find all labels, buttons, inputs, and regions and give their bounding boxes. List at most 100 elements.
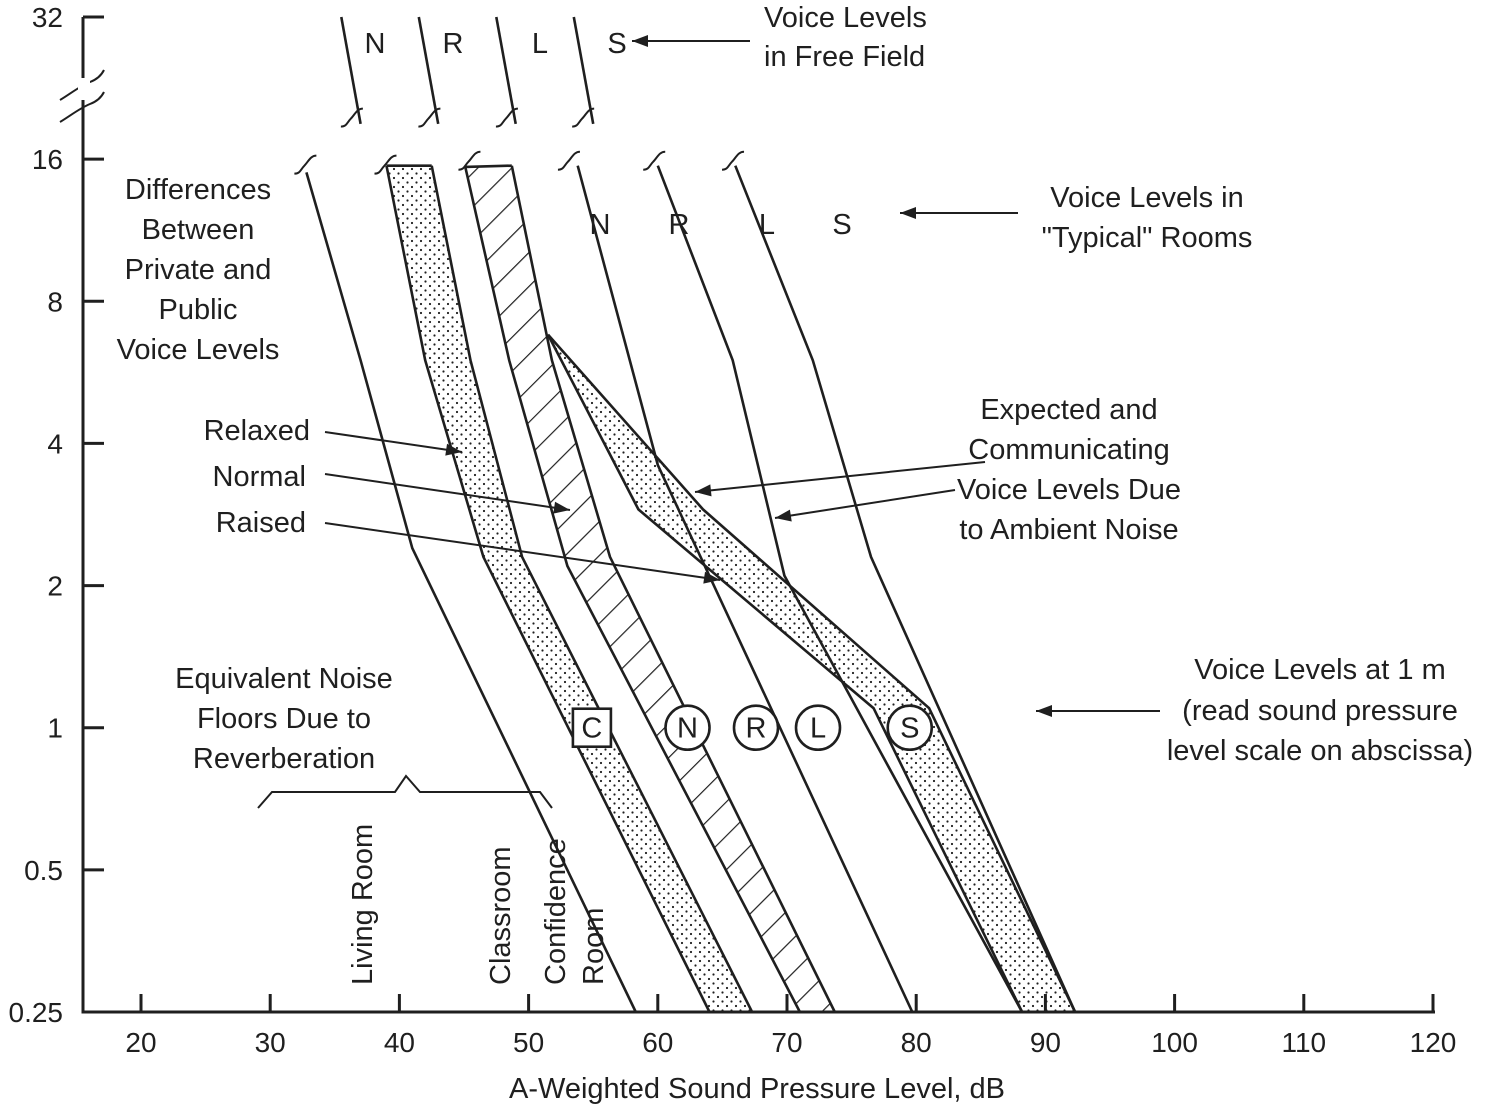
break-mark-6 <box>572 107 595 128</box>
typical-arrow-head <box>900 207 916 219</box>
lines-layer <box>294 16 1077 1013</box>
marker-circle-3 <box>794 704 842 752</box>
y-tick-label-7: 32 <box>32 2 63 33</box>
expected-line1: Expected and <box>980 394 1157 426</box>
normal-left-line <box>464 166 802 1013</box>
differences-line3: Private and <box>125 254 272 286</box>
break-mark-7 <box>495 107 519 128</box>
x-tick-label-7: 90 <box>1030 1027 1061 1058</box>
marker-label-0: C <box>581 713 602 745</box>
bands-layer <box>386 165 1076 1013</box>
noise-floor-line2: Floors Due to <box>197 703 371 735</box>
typical-l-line <box>734 165 1077 1013</box>
typical-title-line2: "Typical" Rooms <box>1042 222 1253 254</box>
normal-arrow-shaft <box>324 473 571 511</box>
free-field-letter-s: S <box>607 28 626 60</box>
typical-letter-n: N <box>590 209 611 241</box>
differences-line5: Voice Levels <box>117 334 280 366</box>
marker-box-0 <box>571 707 613 749</box>
y-tick-label-5: 8 <box>47 286 63 317</box>
break-mark-8 <box>418 107 441 128</box>
marker-label-3: L <box>810 713 826 745</box>
typical-r-line <box>656 165 1024 1013</box>
free-field-letter-n: N <box>365 28 386 60</box>
expected-line2: Communicating <box>968 434 1169 466</box>
normal-band <box>465 165 835 1012</box>
typical-letter-s: S <box>832 209 851 241</box>
normal-label: Normal <box>213 461 306 493</box>
communicating-arrow-head <box>775 509 792 522</box>
x-tick-label-0: 20 <box>125 1027 156 1058</box>
room-label-living-room: Living Room <box>347 824 379 985</box>
x-tick-label-9: 110 <box>1281 1027 1326 1058</box>
y-tick-label-4: 4 <box>47 428 63 459</box>
x-tick-label-2: 40 <box>384 1027 415 1058</box>
free-field-title-line1: Voice Levels <box>764 2 927 34</box>
free-field-n-line <box>340 16 362 125</box>
marker-label-2: R <box>746 713 767 745</box>
annotations-layer: N R L S Voice Levels in Free Field N R L… <box>117 2 1474 1105</box>
marker-label-1: N <box>677 713 698 745</box>
typical-n-line <box>576 165 914 1013</box>
x-tick-label-10: 120 <box>1410 1027 1457 1058</box>
relaxed-arrow-head <box>445 443 462 456</box>
x-axis-title: A-Weighted Sound Pressure Level, dB <box>509 1073 1005 1105</box>
x-tick-label-6: 80 <box>901 1027 932 1058</box>
room-label-room: Room <box>578 908 610 985</box>
free-field-arrow-head <box>632 35 648 47</box>
break-mark-5 <box>721 150 745 171</box>
at-1m-arrow-head <box>1036 705 1052 717</box>
expected-communicating-band <box>548 334 1076 1013</box>
y-tick-label-2: 1 <box>47 713 63 744</box>
free-field-s-line <box>572 16 595 125</box>
noise-floor-line3: Reverberation <box>193 743 375 775</box>
expected-line4: to Ambient Noise <box>959 514 1178 546</box>
room-label-confidence: Confidence <box>540 838 572 985</box>
x-tick-label-4: 60 <box>642 1027 673 1058</box>
differences-line2: Between <box>142 214 255 246</box>
at-1m-line2: (read sound pressure <box>1182 695 1458 727</box>
room-label-classroom: Classroom <box>485 846 517 985</box>
free-field-letter-r: R <box>443 28 464 60</box>
marker-circle-1 <box>664 704 711 752</box>
communicating-arrow-shaft <box>774 489 956 519</box>
break-mark-0 <box>294 154 317 175</box>
break-mark-9 <box>340 107 363 128</box>
communicating-line <box>547 333 1077 1013</box>
y-tick-label-1: 0.5 <box>24 855 63 886</box>
raised-arrow-head <box>703 571 720 584</box>
marker-circle-4 <box>886 704 934 752</box>
x-tick-label-3: 50 <box>513 1027 544 1058</box>
relaxed-left-line <box>385 165 711 1013</box>
y-axis-break-lower <box>59 91 105 123</box>
raised-label: Raised <box>216 507 306 539</box>
relaxed-right-line <box>430 165 754 1013</box>
noise-floor-line1: Equivalent Noise <box>175 663 393 695</box>
free-field-title-line2: in Free Field <box>764 41 925 73</box>
break-mark-1 <box>374 154 397 175</box>
free-field-letter-l: L <box>532 28 548 60</box>
y-tick-label-0: 0.25 <box>9 997 64 1028</box>
break-mark-4 <box>643 150 666 171</box>
normal-band-cap <box>465 164 512 169</box>
relaxed-arrow-shaft <box>324 431 463 453</box>
typical-letter-l: L <box>759 209 775 241</box>
marker-circle-2 <box>732 704 780 752</box>
differences-line4: Public <box>159 294 238 326</box>
typical-title-line1: Voice Levels in <box>1050 182 1243 214</box>
at-1m-line1: Voice Levels at 1 m <box>1194 654 1445 686</box>
relaxed-band <box>386 165 753 1012</box>
private-public-boundary-line <box>305 172 637 1013</box>
free-field-r-line <box>417 16 440 125</box>
y-axis-gap <box>78 78 90 100</box>
normal-arrow-head <box>553 501 570 514</box>
marker-label-4: S <box>900 713 919 745</box>
x-tick-label-8: 100 <box>1151 1027 1198 1058</box>
typical-letter-r: R <box>669 209 690 241</box>
raised-arrow-shaft <box>324 522 721 581</box>
expected-arrow-head <box>695 484 712 497</box>
free-field-l-line <box>495 16 517 125</box>
x-tick-label-5: 70 <box>771 1027 802 1058</box>
